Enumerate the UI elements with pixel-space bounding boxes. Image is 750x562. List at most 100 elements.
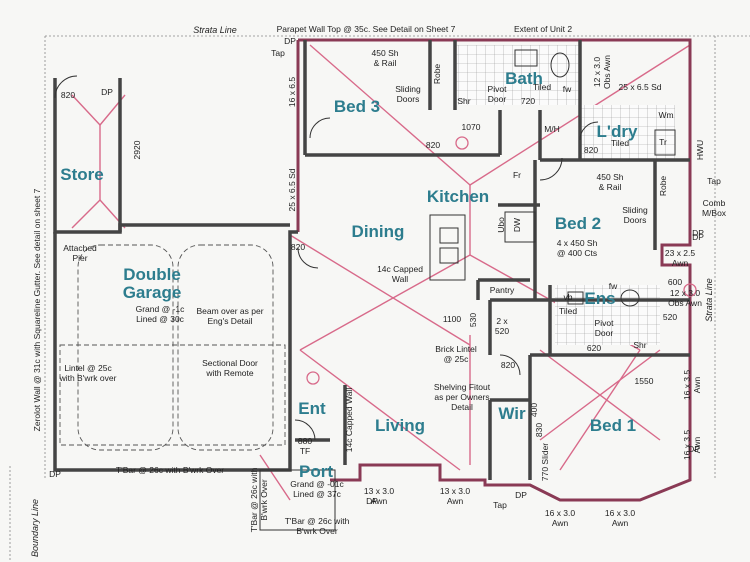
label-dp-bottom: DP	[515, 490, 527, 500]
label-obs-awn1: 12 x 3.0Obs Awn	[592, 55, 612, 89]
door-swings	[54, 75, 599, 441]
label-w520b: 520	[663, 312, 677, 322]
room-ldry: L'dry	[597, 122, 638, 141]
label-mh: M/H	[544, 124, 560, 134]
room-kitchen: Kitchen	[427, 187, 489, 206]
room-ens: Ens	[584, 289, 615, 308]
strata-lines	[9, 35, 750, 562]
label-shr1: Shr	[457, 96, 470, 106]
label-w1070: 1070	[462, 122, 481, 132]
label-tbar-left: T'Bar @ 26c withB'wrk Over	[249, 467, 269, 532]
label-w820-dining: 820	[291, 242, 305, 252]
label-tbar-main: T'Bar @ 26c with B'wrk Over	[116, 465, 224, 475]
room-bed1: Bed 1	[590, 416, 636, 435]
label-tap3: Tap	[493, 500, 507, 510]
label-w820-ldry: 820	[584, 145, 598, 155]
label-robe1: Robe	[432, 64, 442, 85]
label-tiled2: Tiled	[611, 138, 629, 148]
label-dp-store: DP	[101, 87, 113, 97]
strata-line-top-label: Strata Line	[193, 25, 237, 35]
label-fw2: fw	[609, 281, 618, 291]
room-bed3: Bed 3	[334, 97, 380, 116]
label-tiled1: Tiled	[533, 82, 551, 92]
room-port: Port	[299, 462, 333, 481]
label-w600: 600	[668, 277, 682, 287]
label-w820-store: 820	[61, 90, 75, 100]
zerolot-wall-note: Zerolot Wall @ 31c with Squareline Gutte…	[32, 188, 42, 431]
strata-line-right-label: Strata Line	[704, 278, 714, 322]
extent-unit-note: Extent of Unit 2	[514, 24, 572, 34]
room-living: Living	[375, 416, 425, 435]
label-tr: Tr	[659, 137, 667, 147]
room-bed2: Bed 2	[555, 214, 601, 233]
label-dp1: DP	[284, 36, 296, 46]
label-dp-left: DP	[49, 469, 61, 479]
label-dp-right2: DP	[688, 444, 700, 454]
label-sh-rail-bed2: 450 Sh& Rail	[597, 172, 624, 192]
room-dining: Dining	[352, 222, 405, 241]
fixtures	[59, 49, 697, 451]
label-capped-wall2: 14c Capped Wall	[344, 388, 354, 453]
label-vb: vb	[564, 292, 573, 302]
label-ubo: Ubo	[496, 217, 506, 233]
label-w1100: 1100	[443, 314, 462, 324]
label-w820-bed3: 820	[426, 140, 440, 150]
label-fw1: fw	[563, 84, 572, 94]
label-shr2: Shr	[633, 340, 646, 350]
label-sd16-35b: 16 x 3.5Awn	[682, 430, 702, 461]
label-tap2: Tap	[707, 176, 721, 186]
room-garage-line2: Garage	[123, 283, 182, 302]
label-wm: Wm	[658, 110, 673, 120]
label-dp-port: DP	[366, 496, 378, 506]
room-ent: Ent	[298, 399, 326, 418]
tiled-areas	[455, 45, 675, 345]
room-wir: Wir	[498, 404, 526, 423]
label-w1550: 1550	[635, 376, 654, 386]
label-w830: 830	[534, 423, 544, 437]
label-dw: DW	[512, 218, 522, 232]
room-bath: Bath	[505, 69, 543, 88]
label-tiled-ens: Tiled	[559, 306, 577, 316]
label-hwu: HWU	[695, 140, 705, 160]
label-w720: 720	[521, 96, 535, 106]
label-sd16-35a: 16 x 3.5Awn	[682, 370, 702, 401]
label-sh-rail-bed3: 450 Sh& Rail	[372, 48, 399, 68]
parapet-wall-note: Parapet Wall Top @ 35c. See Detail on Sh…	[277, 24, 456, 34]
label-fr: Fr	[513, 170, 521, 180]
label-sd25-65: 25 x 6.5 Sd	[287, 168, 297, 211]
label-sd1: 25 x 6.5 Sd	[618, 82, 661, 92]
label-w770: 770 Slider	[540, 443, 550, 481]
label-brick-lintel: Brick Lintel@ 25c	[435, 344, 477, 364]
walls	[53, 38, 692, 531]
label-w400: 400	[529, 403, 539, 417]
label-w530: 530	[468, 313, 478, 327]
label-dp-bed2: DP	[692, 232, 704, 242]
label-sh-cts: 4 x 450 Sh@ 400 Cts	[557, 238, 598, 258]
room-store: Store	[60, 165, 103, 184]
label-w2920: 2920	[132, 140, 142, 159]
label-tap1: Tap	[271, 48, 285, 58]
label-w820-ens: 820	[501, 360, 515, 370]
room-garage-line1: Double	[123, 265, 181, 284]
